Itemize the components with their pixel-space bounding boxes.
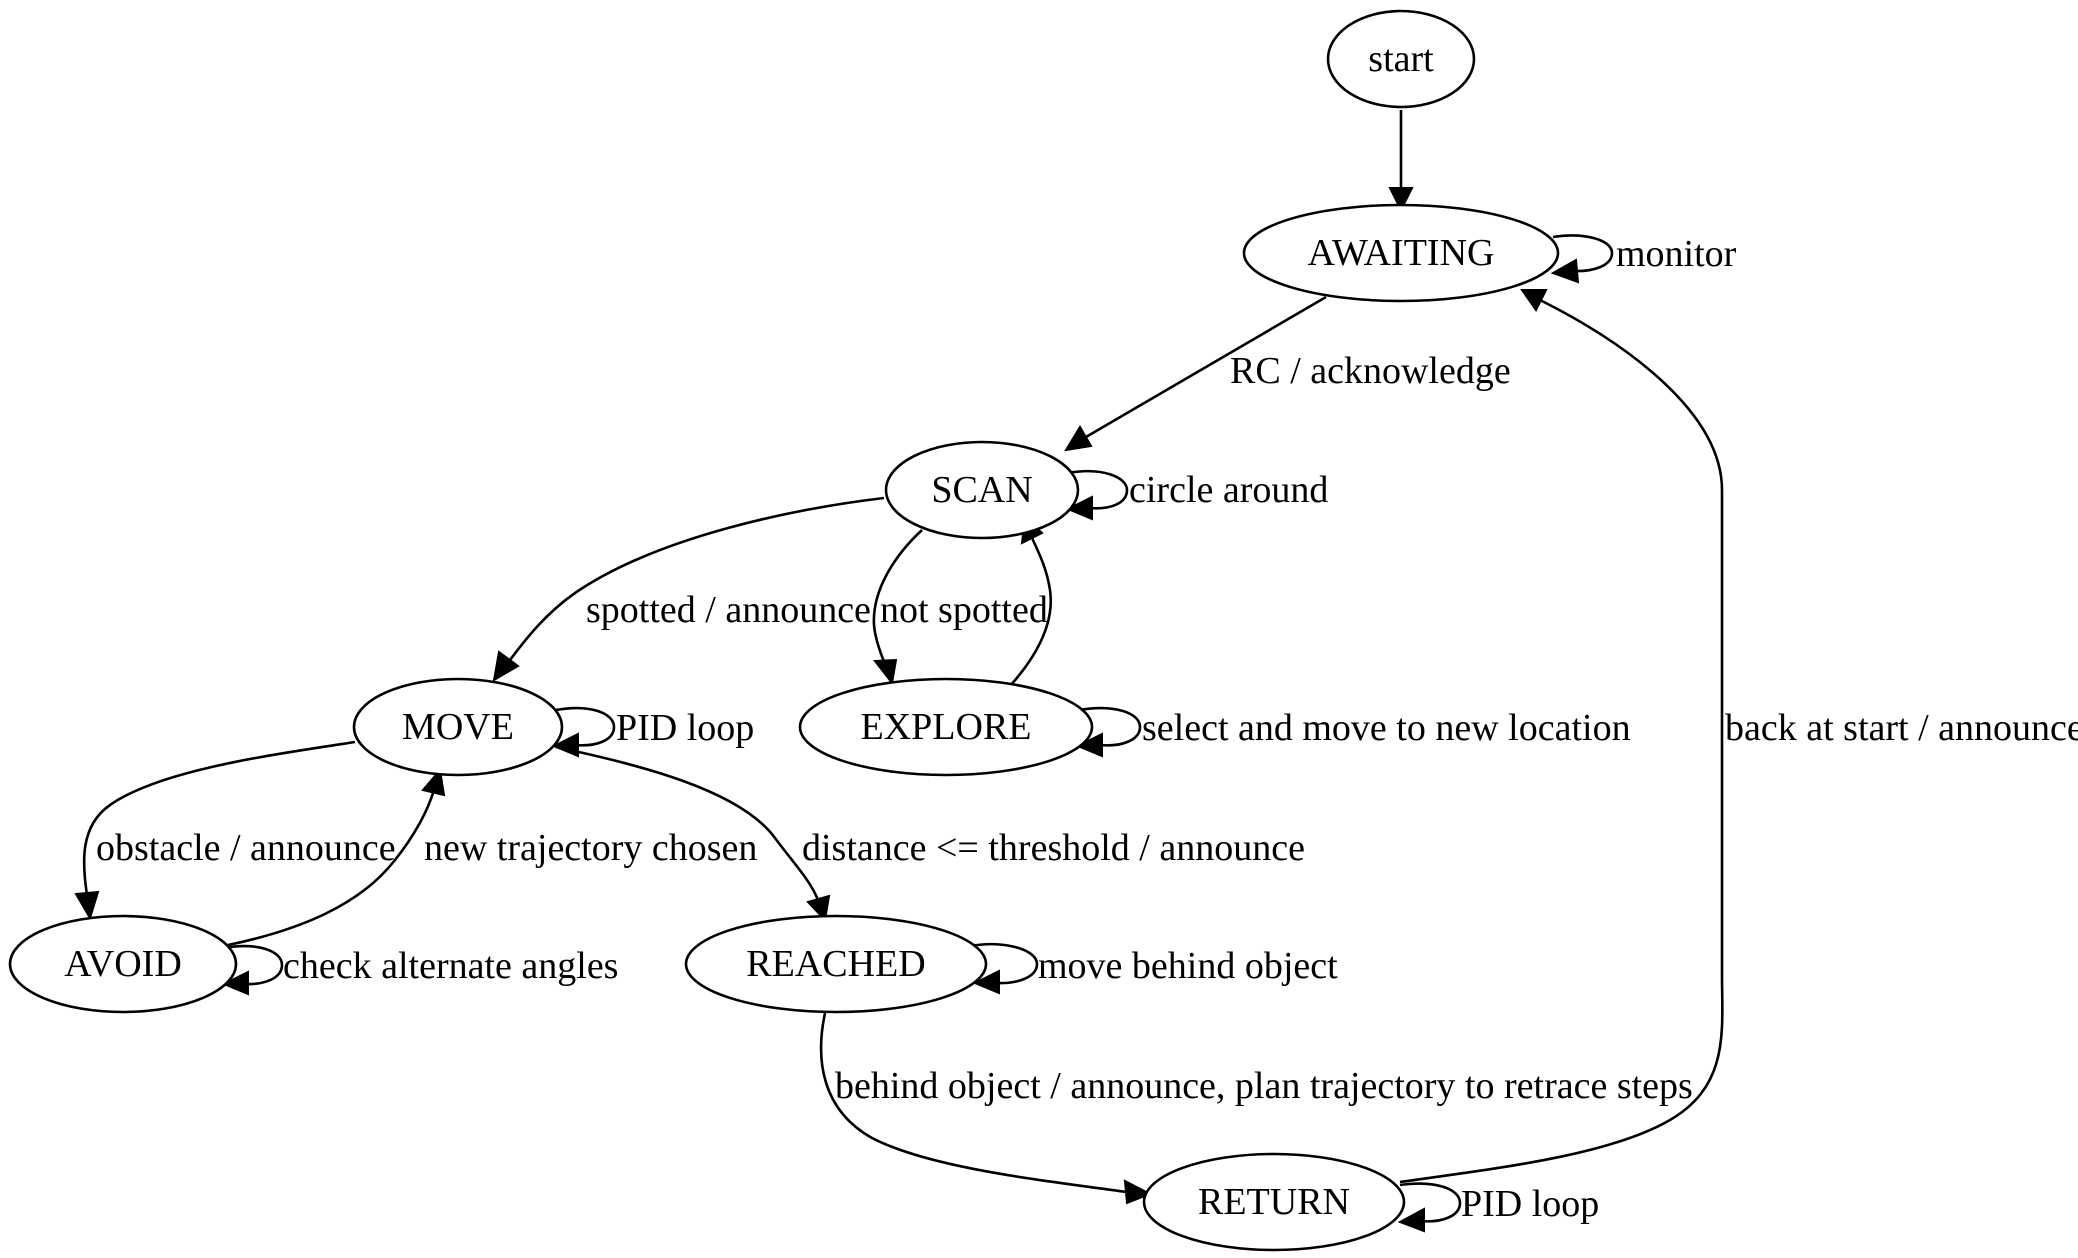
edge-awaiting-self-loop: monitor	[1550, 233, 1737, 284]
node-start: start	[1326, 9, 1476, 109]
edge-scan-self-loop: circle around	[1065, 469, 1328, 521]
node-label-scan: SCAN	[931, 469, 1032, 511]
edge-avoid-self-loop: check alternate angles	[221, 944, 618, 996]
node-label-move: MOVE	[402, 706, 514, 748]
edge-awaiting-to-scan: RC / acknowledge	[1064, 295, 1511, 452]
node-explore: EXPLORE	[798, 677, 1094, 777]
edge-label-select-and-move: select and move to new location	[1142, 707, 1631, 749]
edge-label-return-pid-loop: PID loop	[1461, 1183, 1599, 1225]
edge-start-to-awaiting	[1388, 110, 1414, 213]
edge-move-to-reached: distance <= threshold / announce	[555, 745, 1305, 923]
edge-label-circle-around: circle around	[1129, 469, 1328, 511]
node-label-return: RETURN	[1198, 1181, 1350, 1223]
node-label-explore: EXPLORE	[861, 706, 1032, 748]
edge-label-move-pid-loop: PID loop	[616, 707, 754, 749]
node-label-start: start	[1368, 38, 1434, 80]
node-label-avoid: AVOID	[64, 943, 182, 985]
edge-return-to-awaiting: back at start / announce	[1399, 289, 2078, 1184]
edge-scan-to-explore: not spotted	[872, 529, 1048, 686]
edge-scan-to-move: spotted / announce	[492, 496, 885, 682]
edge-label-back-at-start: back at start / announce	[1725, 707, 2078, 749]
node-move: MOVE	[352, 677, 564, 777]
edge-return-self-loop: PID loop	[1397, 1182, 1599, 1233]
edge-explore-self-loop: select and move to new location	[1075, 706, 1631, 758]
edge-label-new-trajectory: new trajectory chosen	[424, 827, 757, 869]
node-awaiting: AWAITING	[1242, 203, 1560, 303]
edge-label-not-spotted: not spotted	[880, 589, 1048, 631]
edge-reached-to-return: behind object / announce, plan trajector…	[819, 1012, 1693, 1205]
edge-label-distance-threshold: distance <= threshold / announce	[802, 827, 1305, 869]
node-scan: SCAN	[884, 440, 1080, 540]
node-reached: REACHED	[684, 914, 988, 1014]
edge-move-to-avoid: obstacle / announce	[74, 740, 396, 921]
node-avoid: AVOID	[8, 914, 238, 1014]
edge-move-self-loop: PID loop	[551, 706, 754, 758]
node-label-reached: REACHED	[746, 943, 925, 985]
edge-label-obstacle-announce: obstacle / announce	[96, 827, 396, 869]
edge-label-behind-object: behind object / announce, plan trajector…	[835, 1065, 1693, 1107]
edge-label-move-behind-object: move behind object	[1038, 945, 1338, 987]
edge-label-check-alternate: check alternate angles	[283, 945, 618, 987]
edge-label-rc-acknowledge: RC / acknowledge	[1230, 350, 1511, 392]
edge-label-spotted-announce: spotted / announce	[586, 589, 871, 631]
node-return: RETURN	[1142, 1152, 1406, 1252]
node-label-awaiting: AWAITING	[1308, 232, 1495, 274]
edge-reached-self-loop: move behind object	[969, 942, 1338, 995]
edge-avoid-to-move: new trajectory chosen	[227, 767, 757, 947]
edge-label-monitor: monitor	[1616, 233, 1737, 275]
